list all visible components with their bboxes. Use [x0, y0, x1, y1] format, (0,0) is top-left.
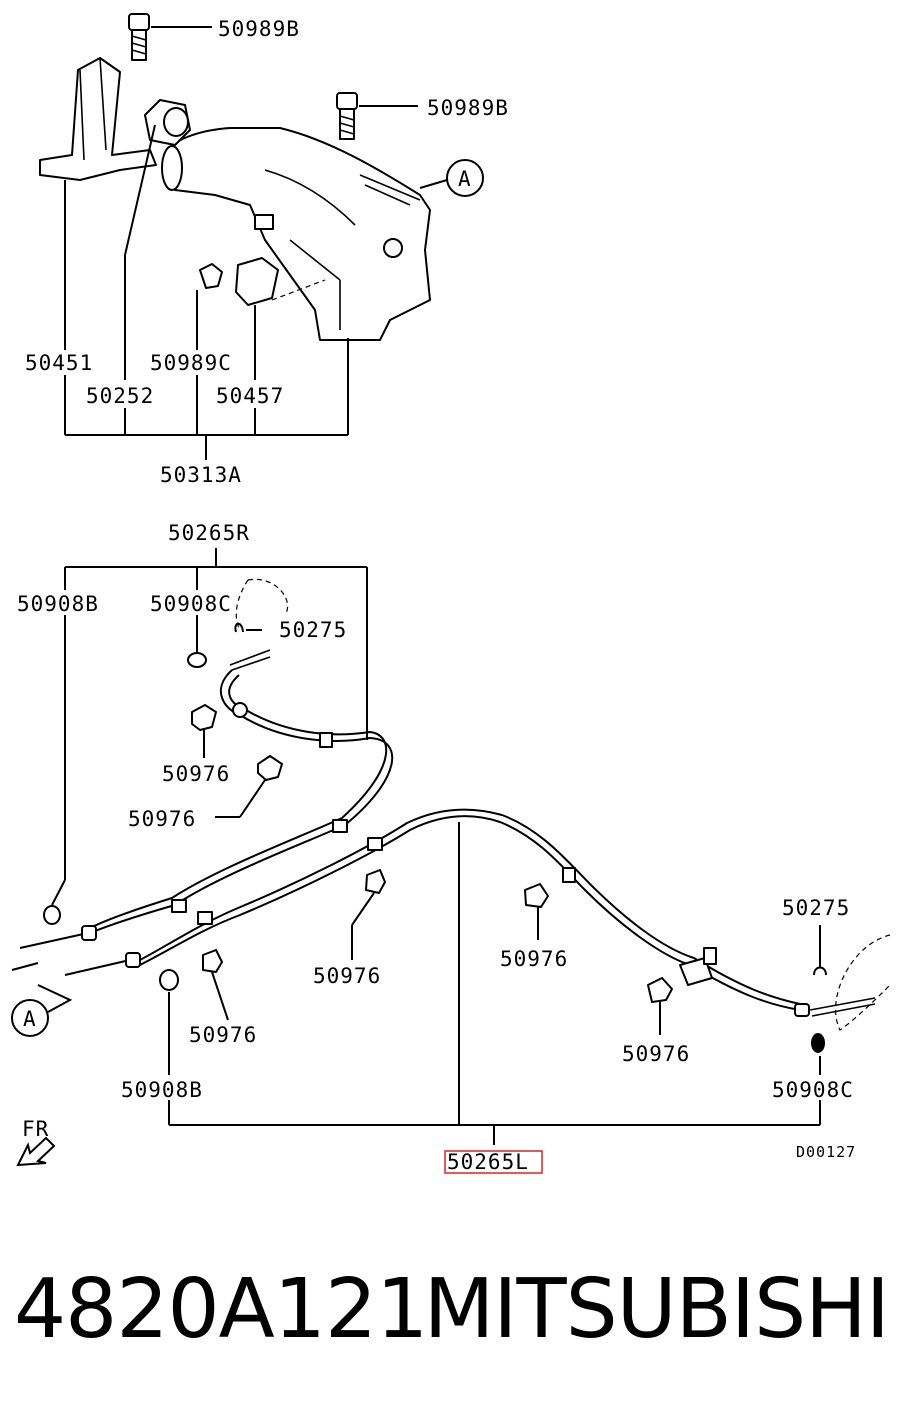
switch-icon [235, 257, 326, 306]
cable-clip-icon [332, 819, 348, 833]
label-ref-a-top: A [458, 167, 472, 191]
label-50908b-top: 50908B [17, 592, 99, 616]
cable-clip-icon [171, 899, 187, 913]
drawing-number: D00127 [796, 1143, 856, 1161]
label-50976-d: 50976 [313, 964, 381, 988]
label-50265r: 50265R [168, 521, 250, 545]
bolt-icon [128, 13, 150, 61]
label-50457: 50457 [216, 384, 284, 408]
label-50976-b: 50976 [128, 807, 196, 831]
label-50976-c: 50976 [189, 1023, 257, 1047]
label-50908b-bottom: 50908B [121, 1078, 203, 1102]
grommet-icon [187, 652, 207, 668]
parking-brake-diagram: 50989B 50989B A 50451 50989C 50252 50457… [11, 13, 891, 1174]
lever-icon [161, 127, 431, 341]
bolt-icon [647, 977, 673, 1035]
label-50989b-top: 50989B [218, 17, 300, 41]
highlight-box [444, 1150, 543, 1174]
reference-circle [446, 159, 484, 197]
label-50989c: 50989C [150, 351, 232, 375]
bolt-icon [202, 949, 229, 1021]
plate-icon [144, 99, 191, 146]
label-50313a: 50313A [160, 463, 242, 487]
cable-clip-icon [367, 837, 383, 851]
bolt-icon [524, 883, 549, 940]
grommet-icon [43, 905, 61, 925]
bolt-icon [336, 92, 358, 140]
grommet-icon [159, 969, 179, 991]
label-50976-a: 50976 [162, 762, 230, 786]
label-50265l: 50265L [447, 1150, 529, 1174]
label-50275-right: 50275 [782, 896, 850, 920]
label-50252: 50252 [86, 384, 154, 408]
label-front: FR [22, 1117, 49, 1141]
bolt-icon [239, 755, 283, 818]
front-arrow-icon [16, 1136, 56, 1167]
label-50908c-bottom: 50908C [772, 1078, 854, 1102]
bolt-icon [191, 704, 217, 758]
label-50275-top: 50275 [279, 618, 347, 642]
label-50976-f: 50976 [622, 1042, 690, 1066]
reference-circle [11, 999, 49, 1037]
bracket-icon [39, 57, 157, 181]
brand-name: MITSUBISHI [423, 1262, 890, 1357]
footer: 4820A121 MITSUBISHI [0, 1262, 909, 1382]
grommet-icon [811, 1033, 825, 1053]
label-50976-e: 50976 [500, 947, 568, 971]
label-50451: 50451 [25, 351, 93, 375]
label-ref-a-bottom: A [23, 1007, 37, 1031]
label-50908c-top: 50908C [150, 592, 232, 616]
bolt-icon [351, 869, 386, 960]
bolt-icon [199, 263, 223, 289]
cable-clip-icon [319, 732, 333, 748]
cable-clip-icon [562, 867, 576, 883]
label-50989b-right: 50989B [427, 96, 509, 120]
cable-clip-icon [197, 911, 213, 925]
part-number: 4820A121 [14, 1262, 428, 1357]
